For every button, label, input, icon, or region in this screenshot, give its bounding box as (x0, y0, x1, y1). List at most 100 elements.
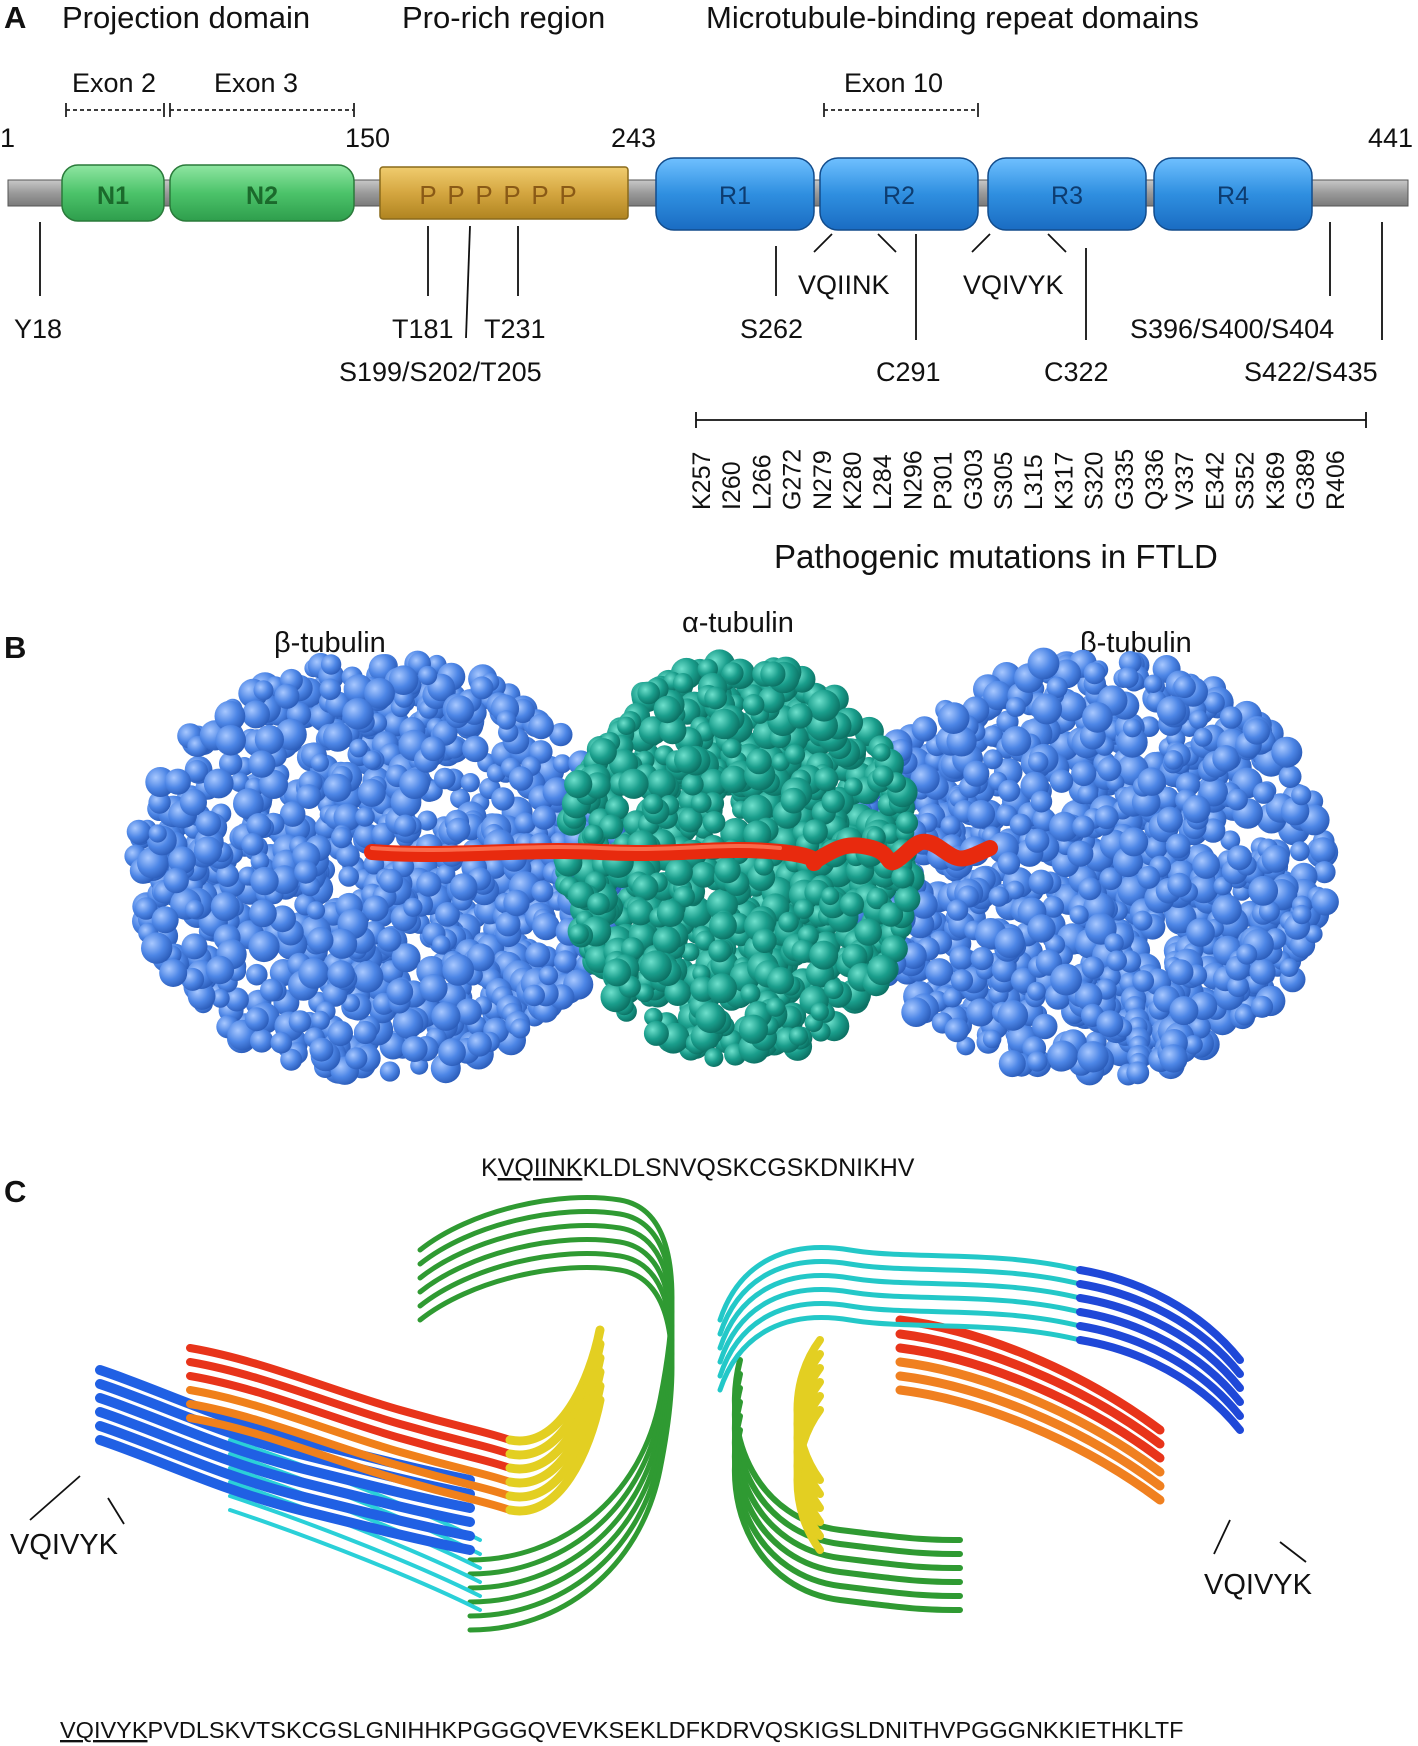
atom-sphere (895, 811, 919, 834)
atom-sphere (419, 974, 448, 1003)
atom-sphere (280, 1048, 303, 1071)
vqivyk-label-right: VQIVYK (1204, 1569, 1313, 1601)
atom-sphere (738, 1014, 769, 1044)
atom-sphere (704, 686, 728, 710)
atom-sphere (418, 665, 438, 686)
atom-sphere (246, 813, 272, 838)
beta-strand (186, 1386, 514, 1486)
atom-sphere (528, 713, 554, 740)
atom-sphere (1271, 736, 1303, 768)
atom-sphere (1201, 818, 1226, 843)
atom-sphere (1074, 983, 1103, 1011)
mutation-label: V337 (1171, 452, 1199, 510)
atom-sphere (967, 800, 996, 828)
mutation-label: E342 (1201, 452, 1229, 510)
mutation-label: L284 (869, 454, 897, 510)
atom-sphere (159, 959, 188, 987)
atom-sphere (455, 998, 482, 1025)
atom-sphere (503, 889, 530, 917)
header-mtbr: Microtubule-binding repeat domains (706, 0, 1199, 35)
domain-r1: R1 (655, 157, 815, 231)
svg-text:R4: R4 (1217, 182, 1249, 210)
atom-sphere (1126, 1061, 1150, 1085)
atom-sphere (1027, 914, 1056, 943)
atom-sphere (388, 665, 419, 695)
atom-sphere (1025, 828, 1050, 853)
atom-sphere (254, 725, 284, 755)
atom-sphere (1236, 943, 1258, 965)
beta-strand (717, 1273, 1083, 1351)
beta-strand (1076, 1266, 1244, 1364)
atom-sphere (1094, 805, 1119, 830)
atom-sphere (331, 827, 353, 849)
atom-sphere (1050, 963, 1082, 996)
beta-strand (717, 1287, 1083, 1365)
atom-sphere (210, 892, 240, 922)
atom-sphere (766, 967, 795, 995)
atom-sphere (940, 815, 961, 836)
atom-sphere (1056, 691, 1087, 722)
beta-strand (895, 1371, 1165, 1491)
atom-sphere (632, 874, 659, 901)
atom-sphere (1167, 872, 1192, 898)
atom-sphere (294, 860, 318, 884)
beta-strand (95, 1435, 475, 1555)
atom-sphere (355, 807, 375, 827)
atom-sphere (784, 744, 806, 765)
atom-sphere (508, 766, 534, 791)
atom-sphere (1049, 811, 1080, 842)
beta-tubulin-left-structure (124, 650, 636, 1085)
atom-sphere (354, 823, 379, 849)
atom-sphere (491, 787, 515, 811)
site-pointers (39, 222, 1383, 340)
atom-sphere (765, 997, 786, 1017)
exon-2-label: Exon 2 (72, 68, 156, 98)
beta-strand (895, 1357, 1165, 1477)
atom-sphere (844, 777, 863, 797)
atom-sphere (1096, 1010, 1124, 1038)
mutation-label: L315 (1020, 454, 1048, 510)
atom-sphere (672, 673, 694, 694)
site-vqiink: VQIINK (798, 270, 890, 300)
atom-sphere (821, 789, 845, 814)
mutation-label: G389 (1292, 449, 1320, 510)
svg-text:R2: R2 (883, 182, 915, 210)
atom-sphere (583, 824, 604, 845)
atom-sphere (1278, 765, 1302, 788)
atom-sphere (1163, 750, 1184, 770)
position-150: 150 (345, 123, 390, 153)
atom-sphere (603, 958, 632, 987)
atom-sphere (242, 700, 270, 729)
atom-sphere (1248, 875, 1279, 906)
atom-sphere (598, 814, 624, 840)
atom-sphere (637, 681, 660, 705)
atom-sphere (1081, 956, 1105, 979)
atom-sphere (319, 678, 342, 701)
beta-strand (186, 1344, 514, 1444)
atom-sphere (1188, 1016, 1211, 1039)
atom-sphere (552, 754, 572, 774)
panel-c-label: C (4, 1174, 26, 1209)
atom-sphere (937, 702, 970, 734)
atom-sphere (1122, 718, 1142, 738)
svg-text:N2: N2 (246, 182, 278, 210)
atom-sphere (1311, 888, 1339, 916)
atom-sphere (647, 769, 676, 798)
mutation-label: G272 (779, 449, 807, 510)
atom-sphere (1220, 830, 1241, 851)
atom-sphere (241, 833, 264, 856)
atom-sphere (587, 892, 610, 916)
atom-sphere (224, 987, 249, 1012)
atom-sphere (872, 743, 891, 762)
atom-sphere (193, 836, 222, 865)
atom-sphere (364, 677, 395, 709)
atom-sphere (963, 760, 990, 787)
fibril-left (95, 1195, 675, 1633)
atom-sphere (878, 902, 904, 927)
mutations-bracket (695, 412, 1367, 428)
atom-sphere (839, 892, 865, 917)
beta-strand (228, 1494, 482, 1598)
mutation-label: I260 (718, 461, 746, 510)
beta-strand (186, 1414, 514, 1514)
atom-sphere (1104, 933, 1124, 953)
